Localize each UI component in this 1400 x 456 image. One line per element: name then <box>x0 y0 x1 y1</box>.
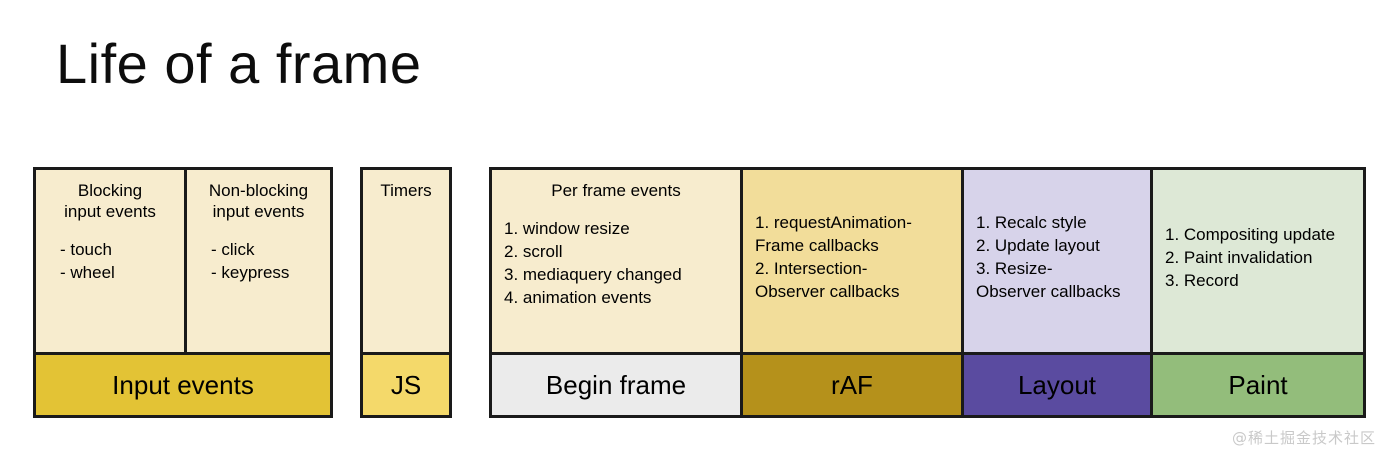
phase-label-js: JS <box>363 355 449 415</box>
group-body-input-events: Blocking input events - touch - wheel Non-… <box>36 170 330 352</box>
cell-list-raf-tasks: 1. requestAnimation- Frame callbacks 2. … <box>755 213 912 301</box>
group-footer-input-events: Input events <box>36 352 330 415</box>
phase-label-input-events: Input events <box>36 355 330 415</box>
watermark: @稀土掘金技术社区 <box>1231 429 1376 447</box>
cell-list-per-frame-events: 1. window resize 2. scroll 3. mediaquery… <box>504 219 682 307</box>
phase-label-begin-frame: Begin frame <box>492 355 740 415</box>
cell-list-blocking: - touch - wheel <box>60 240 115 282</box>
group-body-js: Timers <box>363 170 449 352</box>
cell-raf-tasks: 1. requestAnimation- Frame callbacks 2. … <box>740 170 961 352</box>
cell-timers: Timers <box>363 170 449 352</box>
cell-paint-tasks: 1. Compositing update 2. Paint invalidat… <box>1150 170 1363 352</box>
phase-label-paint: Paint <box>1150 355 1363 415</box>
cell-blocking: Blocking input events - touch - wheel <box>36 170 184 352</box>
cell-list-paint-tasks: 1. Compositing update 2. Paint invalidat… <box>1165 224 1336 290</box>
cell-non-blocking: Non-blocking input events - click - keypr… <box>184 170 330 352</box>
cell-per-frame-events: Per frame events 1. window resize 2. scro… <box>492 170 740 352</box>
page-title: Life of a frame <box>56 32 422 95</box>
cell-heading-per-frame-events: Per frame events <box>551 181 681 200</box>
group-body-frame-pipeline: Per frame events 1. window resize 2. scro… <box>492 170 1363 352</box>
cell-heading-non-blocking: Non-blocking input events <box>208 181 309 221</box>
phase-label-layout: Layout <box>961 355 1150 415</box>
cell-list-non-blocking: - click - keypress <box>211 240 290 282</box>
cell-layout-tasks: 1. Recalc style 2. Update layout 3. Resi… <box>961 170 1150 352</box>
cell-list-layout-tasks: 1. Recalc style 2. Update layout 3. Resi… <box>976 213 1121 301</box>
group-input-events: Blocking input events - touch - wheel Non-… <box>33 167 333 418</box>
group-footer-js: JS <box>363 352 449 415</box>
cell-heading-blocking: Blocking input events <box>64 181 156 221</box>
frame-lifecycle-diagram: Blocking input events - touch - wheel Non-… <box>33 167 1366 418</box>
phase-label-raf: rAF <box>740 355 961 415</box>
group-frame-pipeline: Per frame events 1. window resize 2. scro… <box>489 167 1366 418</box>
cell-heading-timers: Timers <box>380 181 432 200</box>
